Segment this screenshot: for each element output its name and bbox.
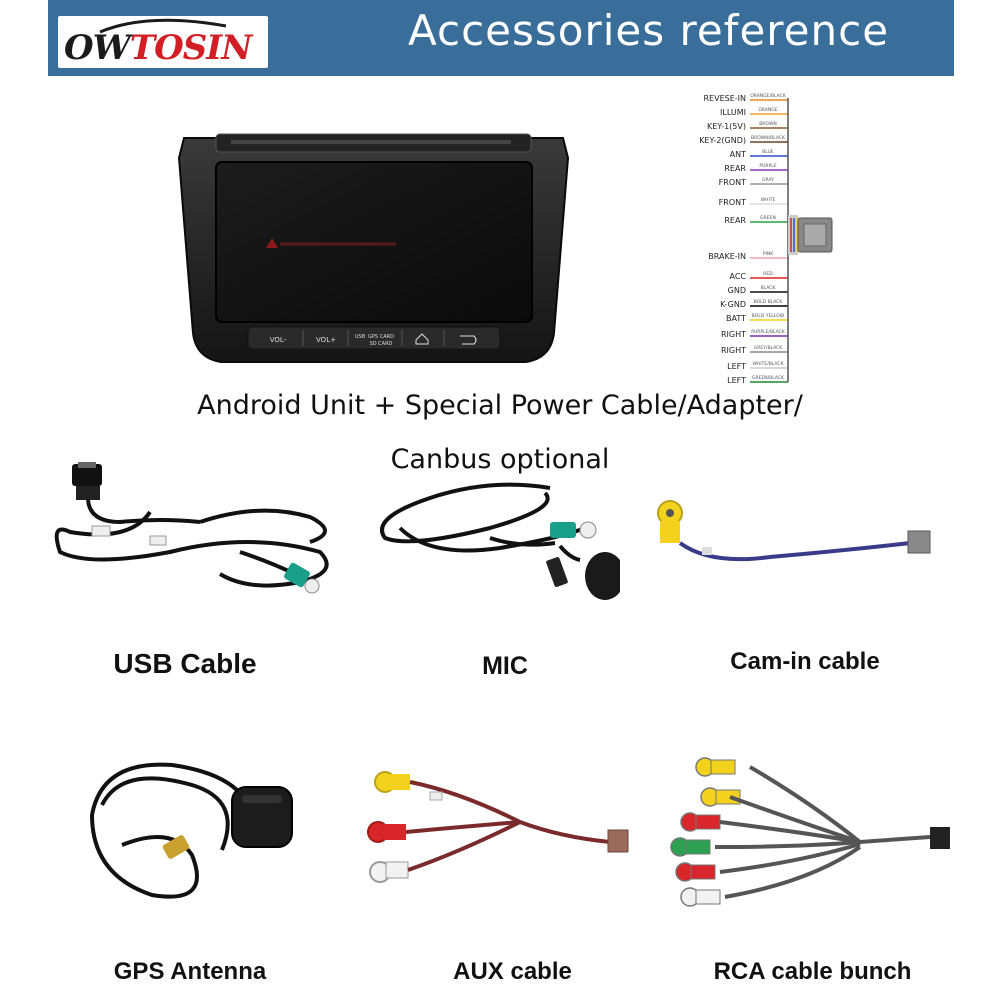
aux-cable-image <box>367 771 629 883</box>
vol-down-label: VOL- <box>270 336 287 344</box>
wiring-pin-name: REAR <box>724 164 746 173</box>
wiring-pin-name: ANT <box>730 150 746 159</box>
rca-cable-bunch-label: RCA cable bunch <box>713 958 912 985</box>
wiring-pin-row: ACC RED <box>729 271 788 281</box>
gps-antenna-image <box>89 762 293 899</box>
wiring-pin-name: FRONT <box>719 178 746 187</box>
wiring-pin-name: KEY-2(GND) <box>699 136 746 145</box>
wiring-pin-row: KEY-2(GND) BROWN/BLACK <box>699 135 788 145</box>
rca-plug-icon <box>680 887 721 907</box>
vol-up-label: VOL+ <box>316 336 336 344</box>
wiring-pin-name: REAR <box>724 216 746 225</box>
logo-text-main: OW <box>64 28 131 68</box>
rca-plug-icon <box>695 757 736 777</box>
wiring-pin-name: KEY-1(5V) <box>707 122 746 131</box>
wiring-pin-color-label: BOLD BLACK <box>754 299 784 305</box>
wiring-pin-row: FRONT WHITE <box>719 197 788 207</box>
wiring-pin-name: BATT <box>726 314 746 323</box>
mic-image <box>380 482 620 600</box>
wiring-pin-color-label: PURPLE/BLACK <box>751 329 786 335</box>
wiring-pin-color-label: BROWN <box>759 121 777 127</box>
head-unit-image: VOL- VOL+ USB GPS CARD SD CARD <box>177 133 570 363</box>
wiring-pin-color-label: WHITE <box>761 197 776 203</box>
wiring-pin-color-label: GREY/BLACK <box>754 345 784 351</box>
wiring-pin-row: REVESE-IN ORANGE/BLACK <box>703 93 788 103</box>
harness-connector-icon <box>788 215 833 255</box>
wiring-pin-row: ILLUMI ORANGE <box>720 107 788 117</box>
wiring-pin-name: RIGHT <box>721 346 746 355</box>
sd-card-label: SD CARD <box>370 341 393 347</box>
brand-logo: OWTOSIN <box>58 16 268 68</box>
wiring-pin-name: BRAKE-IN <box>708 252 746 261</box>
logo-text-accent: TOSIN <box>129 28 252 68</box>
wiring-pin-name: REVESE-IN <box>703 94 746 103</box>
home-icon <box>415 333 429 345</box>
wiring-pin-name: LEFT <box>727 376 746 385</box>
rca-plug-icon <box>680 812 721 832</box>
wiring-pin-color-label: PURPLE <box>759 163 776 169</box>
usb-cable-label: USB Cable <box>113 648 257 679</box>
gps-antenna-label: GPS Antenna <box>113 958 267 985</box>
wiring-pin-name: ILLUMI <box>720 108 746 117</box>
wiring-pin-name: ACC <box>729 272 746 281</box>
wiring-diagram: REVESE-IN ORANGE/BLACK ILLUMI ORANGE KEY-1(5… <box>699 93 833 385</box>
head-unit-caption-line2: Canbus optional <box>390 444 610 475</box>
wiring-pin-row: K-GND BOLD BLACK <box>720 299 788 309</box>
wiring-pin-color-label: WHITE/BLACK <box>752 361 784 367</box>
wiring-pin-color-label: BOLD YELLOW <box>752 313 785 319</box>
head-unit-caption-line1: Android Unit + Special Power Cable/Adapt… <box>197 390 803 421</box>
wiring-pin-row: GND BLACK <box>728 285 788 295</box>
wiring-pin-name: FRONT <box>719 198 746 207</box>
wiring-pin-row: KEY-1(5V) BROWN <box>707 121 788 131</box>
wiring-pin-row: LEFT GREEN/BLACK <box>727 375 788 385</box>
aux-cable-label: AUX cable <box>453 958 572 985</box>
logo-text: OWTOSIN <box>64 28 252 68</box>
wiring-pin-color-label: ORANGE <box>758 107 777 113</box>
rca-plug-icon <box>670 837 711 857</box>
wiring-pin-row: RIGHT GREY/BLACK <box>721 345 788 355</box>
wiring-pin-color-label: GREEN <box>760 215 776 221</box>
wiring-pin-color-label: RED <box>763 271 773 277</box>
wiring-pin-color-label: BLUE <box>762 149 774 155</box>
wiring-pin-color-label: ORANGE/BLACK <box>750 93 787 99</box>
head-unit-button-row: VOL- VOL+ USB GPS CARD SD CARD <box>270 330 477 347</box>
wiring-pin-row: REAR PURPLE <box>724 163 788 173</box>
wiring-pin-color-label: PINK <box>763 251 774 257</box>
wiring-pin-name: RIGHT <box>721 330 746 339</box>
rca-plug-icon <box>675 862 716 882</box>
wiring-pin-color-label: GRAY <box>762 177 774 183</box>
back-icon <box>460 335 477 345</box>
gps-card-label: GPS CARD <box>368 334 394 340</box>
wiring-pin-row: ANT BLUE <box>730 149 788 159</box>
wiring-pin-row: REAR GREEN <box>724 215 788 225</box>
wiring-pin-color-label: GREEN/BLACK <box>752 375 785 381</box>
wiring-pin-row: BATT BOLD YELLOW <box>726 313 788 323</box>
wiring-pin-name: LEFT <box>727 362 746 371</box>
wiring-pin-row: LEFT WHITE/BLACK <box>727 361 788 371</box>
wiring-pin-row: FRONT GRAY <box>719 177 788 187</box>
wiring-pin-color-label: BROWN/BLACK <box>751 135 786 141</box>
header-banner: OWTOSIN Accessories reference <box>48 0 954 76</box>
rca-cable-bunch-image <box>670 757 950 907</box>
cam-in-cable-image <box>657 500 931 562</box>
cam-in-cable-label: Cam-in cable <box>730 648 880 675</box>
usb-port-label: USB <box>355 334 366 340</box>
logo-swoosh-icon <box>99 18 227 34</box>
wiring-pin-row: RIGHT PURPLE/BLACK <box>721 329 788 339</box>
wiring-pin-row: BRAKE-IN PINK <box>708 251 788 261</box>
mic-label: MIC <box>482 652 528 680</box>
usb-cable-image <box>54 462 329 594</box>
wiring-pin-name: K-GND <box>720 300 746 309</box>
page-title: Accessories reference <box>408 6 890 55</box>
wiring-pin-name: GND <box>728 286 746 295</box>
wiring-pin-color-label: BLACK <box>761 285 777 291</box>
